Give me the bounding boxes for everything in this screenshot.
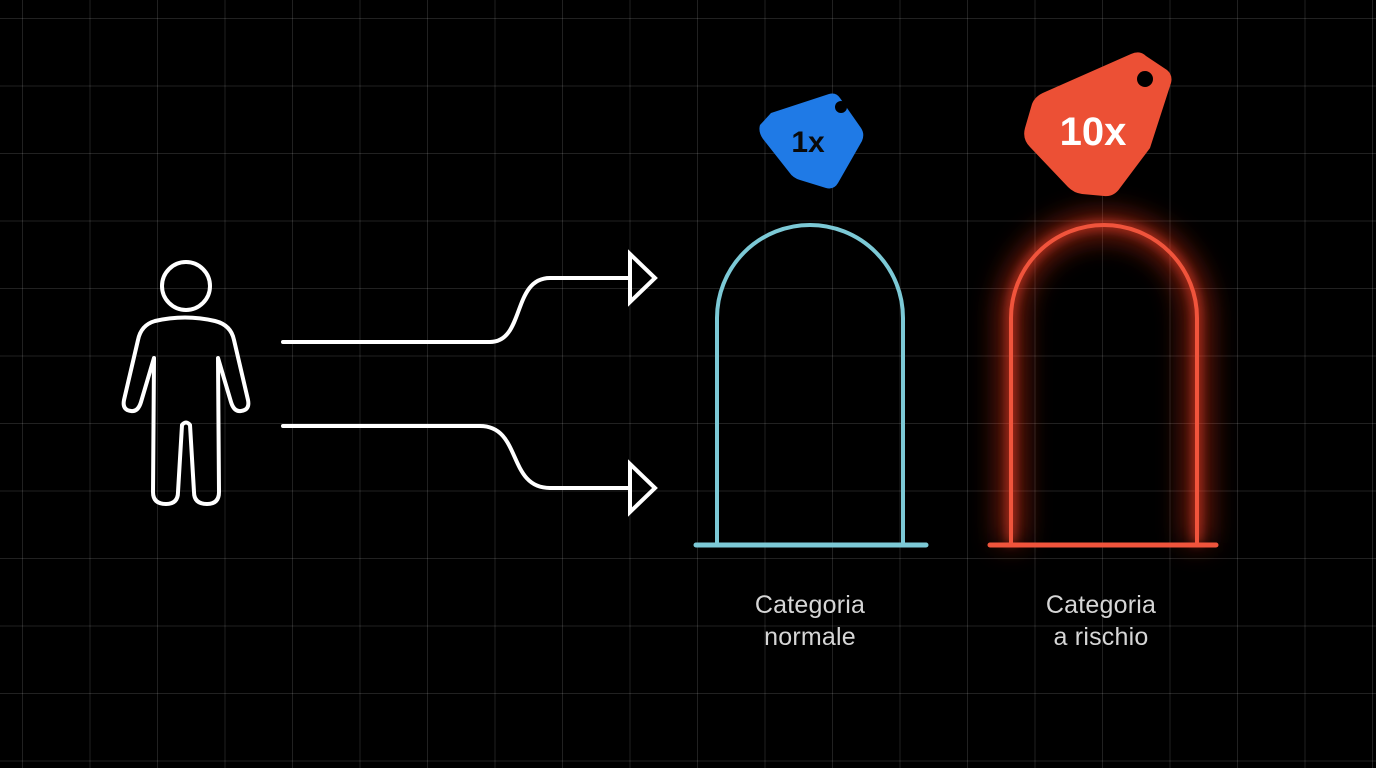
arrow-to-risk	[281, 424, 658, 517]
arrow-upper-line	[281, 276, 630, 344]
gate-risk-label-line2: a rischio	[1053, 623, 1149, 651]
gate-risk	[987, 214, 1219, 554]
gate-normal-arch	[715, 223, 905, 543]
tag-risk-body	[1024, 52, 1172, 197]
tag-normal-body	[759, 93, 864, 189]
gate-normal-label: Categoria normale	[690, 589, 930, 653]
gate-risk-inner-glow	[1007, 221, 1201, 543]
tag-normal-text: 1x	[791, 126, 825, 159]
tag-normal: 1x	[759, 93, 864, 189]
gate-risk-label: Categoria a rischio	[981, 589, 1221, 653]
arrow-right-icon	[628, 249, 658, 307]
gate-normal-label-line2: normale	[764, 623, 856, 651]
gate-risk-glow	[1000, 214, 1208, 543]
person-body	[121, 315, 251, 506]
gate-risk-arch	[1009, 223, 1199, 543]
tag-risk-hole	[1137, 71, 1153, 87]
gate-normal	[693, 223, 929, 548]
tag-normal-hole	[835, 101, 847, 113]
arrow-right-icon	[628, 459, 658, 517]
person-head	[160, 260, 212, 312]
arrow-to-normal	[281, 249, 658, 344]
arrow-lower-line	[281, 424, 630, 490]
tag-risk-text: 10x	[1060, 110, 1127, 154]
gate-normal-label-line1: Categoria	[754, 591, 866, 619]
gate-risk-label-line1: Categoria	[1045, 591, 1157, 619]
tag-risk: 10x	[1024, 52, 1172, 197]
person-outline-icon	[121, 260, 251, 506]
